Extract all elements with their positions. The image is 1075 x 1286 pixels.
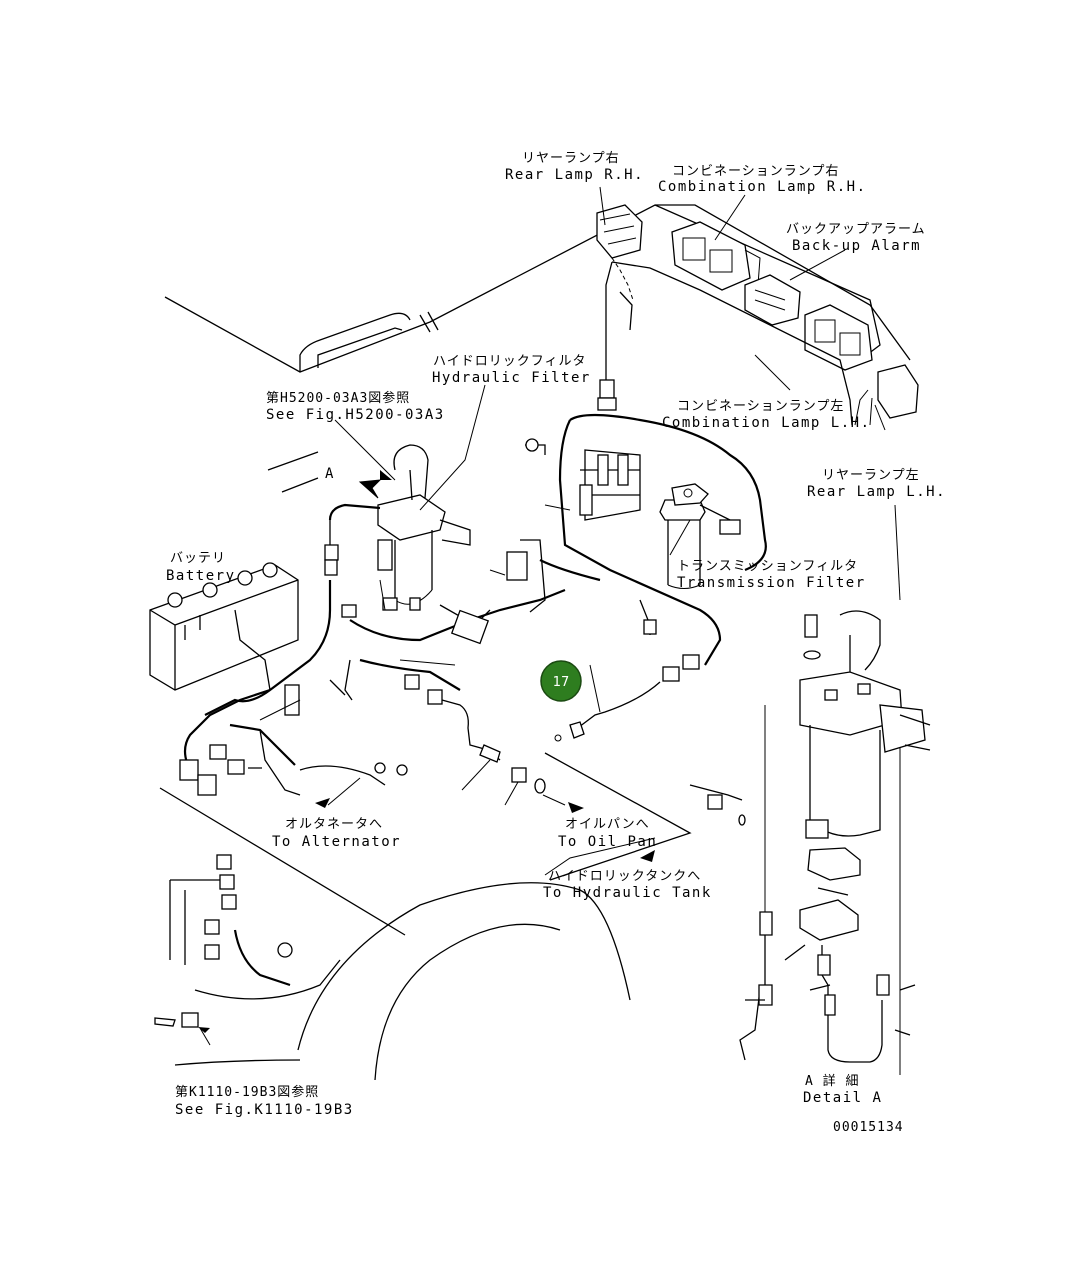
label-battery-jp: バッテリ <box>170 551 226 566</box>
label-see-fig-h5200-jp: 第H5200-03A3図参照 <box>266 390 410 406</box>
label-to-hydraulic-tank-en: To Hydraulic Tank <box>543 885 712 901</box>
label-to-oil-pan-jp: オイルパンへ <box>565 817 650 832</box>
label-see-fig-k1110-jp: 第K1110-19B3図参照 <box>175 1084 319 1100</box>
part-callout-17[interactable]: 17 <box>540 660 582 702</box>
battery <box>149 562 299 691</box>
label-detail-a-en: Detail A <box>803 1090 882 1106</box>
oil-pan-fittings <box>511 681 661 794</box>
label-combination-lamp-lh-jp: コンビネーションランプ左 <box>677 399 844 414</box>
label-to-alternator-en: To Alternator <box>272 834 401 850</box>
detail-a-assembly <box>689 610 931 1075</box>
label-to-alternator-jp: オルタネータへ <box>285 817 383 832</box>
rear-lamp-rh <box>596 204 643 301</box>
label-backup-alarm-jp: バックアップアラーム <box>786 222 926 237</box>
callout-number: 17 <box>553 675 570 690</box>
label-rear-lamp-rh-jp: リヤーランプ右 <box>522 151 620 166</box>
label-hydraulic-filter-jp: ハイドロリックフィルタ <box>433 354 586 369</box>
label-to-hydraulic-tank-jp: ハイドロリックタンクへ <box>548 869 701 884</box>
leader-lines <box>199 186 901 1046</box>
label-hydraulic-filter-en: Hydraulic Filter <box>432 370 591 386</box>
rear-lamp-lh <box>854 364 919 426</box>
label-backup-alarm-en: Back-up Alarm <box>792 238 921 254</box>
label-rear-lamp-lh-jp: リヤーランプ左 <box>822 468 920 483</box>
label-rear-lamp-rh-en: Rear Lamp R.H. <box>505 167 644 183</box>
center-harness <box>525 413 767 682</box>
label-combination-lamp-lh-en: Combination Lamp L.H. <box>662 415 871 431</box>
label-rear-lamp-lh-en: Rear Lamp L.H. <box>807 484 946 500</box>
combination-lamp-rh <box>671 221 761 291</box>
drawing-number: 00015134 <box>833 1120 904 1135</box>
callout-badge[interactable] <box>540 660 582 702</box>
label-combination-lamp-rh-en: Combination Lamp R.H. <box>658 179 867 195</box>
label-battery-en: Battery <box>166 568 236 584</box>
label-transmission-filter-jp: トランスミッションフィルタ <box>677 559 858 574</box>
lower-panel <box>154 752 692 1081</box>
left-harness <box>204 503 566 763</box>
direction-arrows <box>198 470 655 1033</box>
rear-lamp-harness <box>597 261 853 426</box>
label-combination-lamp-rh-jp: コンビネーションランプ右 <box>672 164 839 179</box>
backup-alarm <box>744 274 801 326</box>
view-a-marker: A <box>267 451 335 493</box>
label-transmission-filter-en: Transmission Filter <box>677 575 866 591</box>
label-see-fig-h5200-en: See Fig.H5200-03A3 <box>266 407 445 423</box>
label-detail-a-jp: A 詳 細 <box>805 1073 859 1089</box>
label-see-fig-k1110-en: See Fig.K1110-19B3 <box>175 1102 354 1118</box>
label-to-oil-pan-en: To Oil Pan <box>558 834 657 850</box>
combination-lamp-lh <box>804 304 873 371</box>
transmission-filter <box>659 483 731 589</box>
lower-left-harness <box>179 679 408 796</box>
hydraulic-filter <box>358 444 471 611</box>
view-a-letter: A <box>325 466 335 482</box>
